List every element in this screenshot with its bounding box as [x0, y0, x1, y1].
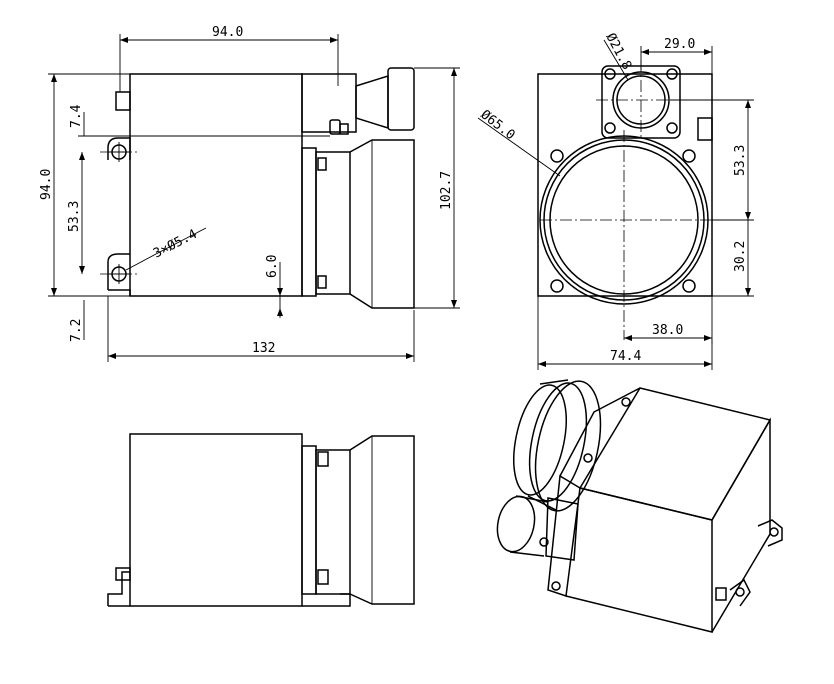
side-lens	[349, 139, 415, 309]
iso-flange-top	[559, 387, 641, 477]
front-view: Ø21.8 29.0 Ø65.0 53.3 30.2 38.	[478, 31, 754, 370]
side-front-flange	[301, 147, 317, 297]
front-dimensions: Ø21.8 29.0 Ø65.0 53.3 30.2 38.	[478, 31, 754, 370]
side-dimensions: 94.0 94.0 7.4 53.3 7.2 6.0	[39, 25, 460, 362]
iso-large-lens-ring	[534, 380, 602, 512]
dim-top-length: 94.0	[212, 25, 243, 40]
dim-total-height: 102.7	[439, 171, 454, 210]
dim-left-height: 94.0	[39, 169, 54, 200]
iso-large-lens	[513, 384, 567, 496]
side-upper-ear	[107, 137, 131, 160]
dim-total-length: 132	[252, 341, 275, 356]
dim-bore-center-offset: 38.0	[652, 323, 683, 338]
dim-hole-spacing: 53.3	[67, 201, 82, 232]
iso-front-face	[565, 487, 713, 633]
front-side-tab	[697, 117, 713, 141]
dim-total-width: 74.4	[610, 349, 641, 364]
side-lens-ring	[315, 151, 351, 295]
iso-small-lens	[496, 495, 536, 553]
dim-hole-callout: 3×Ø5.4	[151, 227, 200, 262]
side-small-lens	[355, 74, 389, 130]
iso-ear-upper	[757, 519, 783, 547]
dim-small-bore-offset: 29.0	[664, 37, 695, 52]
isometric-view	[496, 379, 783, 633]
bottom-side-view	[107, 433, 415, 607]
bottom-side-body	[129, 433, 303, 607]
bottom-side-lens	[349, 435, 415, 605]
dim-lower-height: 30.2	[733, 241, 748, 272]
side-connector	[115, 91, 131, 111]
bottom-side-foot-left	[107, 571, 130, 606]
front-body	[537, 73, 713, 297]
side-lower-ear	[107, 253, 131, 296]
dim-large-bore: Ø65.0	[478, 107, 518, 143]
iso-small-housing	[545, 497, 579, 561]
dim-bottom-offset: 7.2	[69, 319, 84, 342]
iso-top-face	[578, 387, 772, 521]
side-view: 94.0 94.0 7.4 53.3 7.2 6.0	[39, 25, 460, 362]
iso-ear-lower	[729, 578, 751, 607]
dim-foot-gap: 6.0	[265, 255, 280, 278]
side-small-lens-cap	[387, 67, 415, 131]
bottom-side-foot-right	[302, 593, 351, 607]
bottom-side-flange	[301, 445, 317, 595]
dim-mount-offset: 7.4	[69, 104, 84, 128]
dim-upper-height: 53.3	[733, 145, 748, 176]
